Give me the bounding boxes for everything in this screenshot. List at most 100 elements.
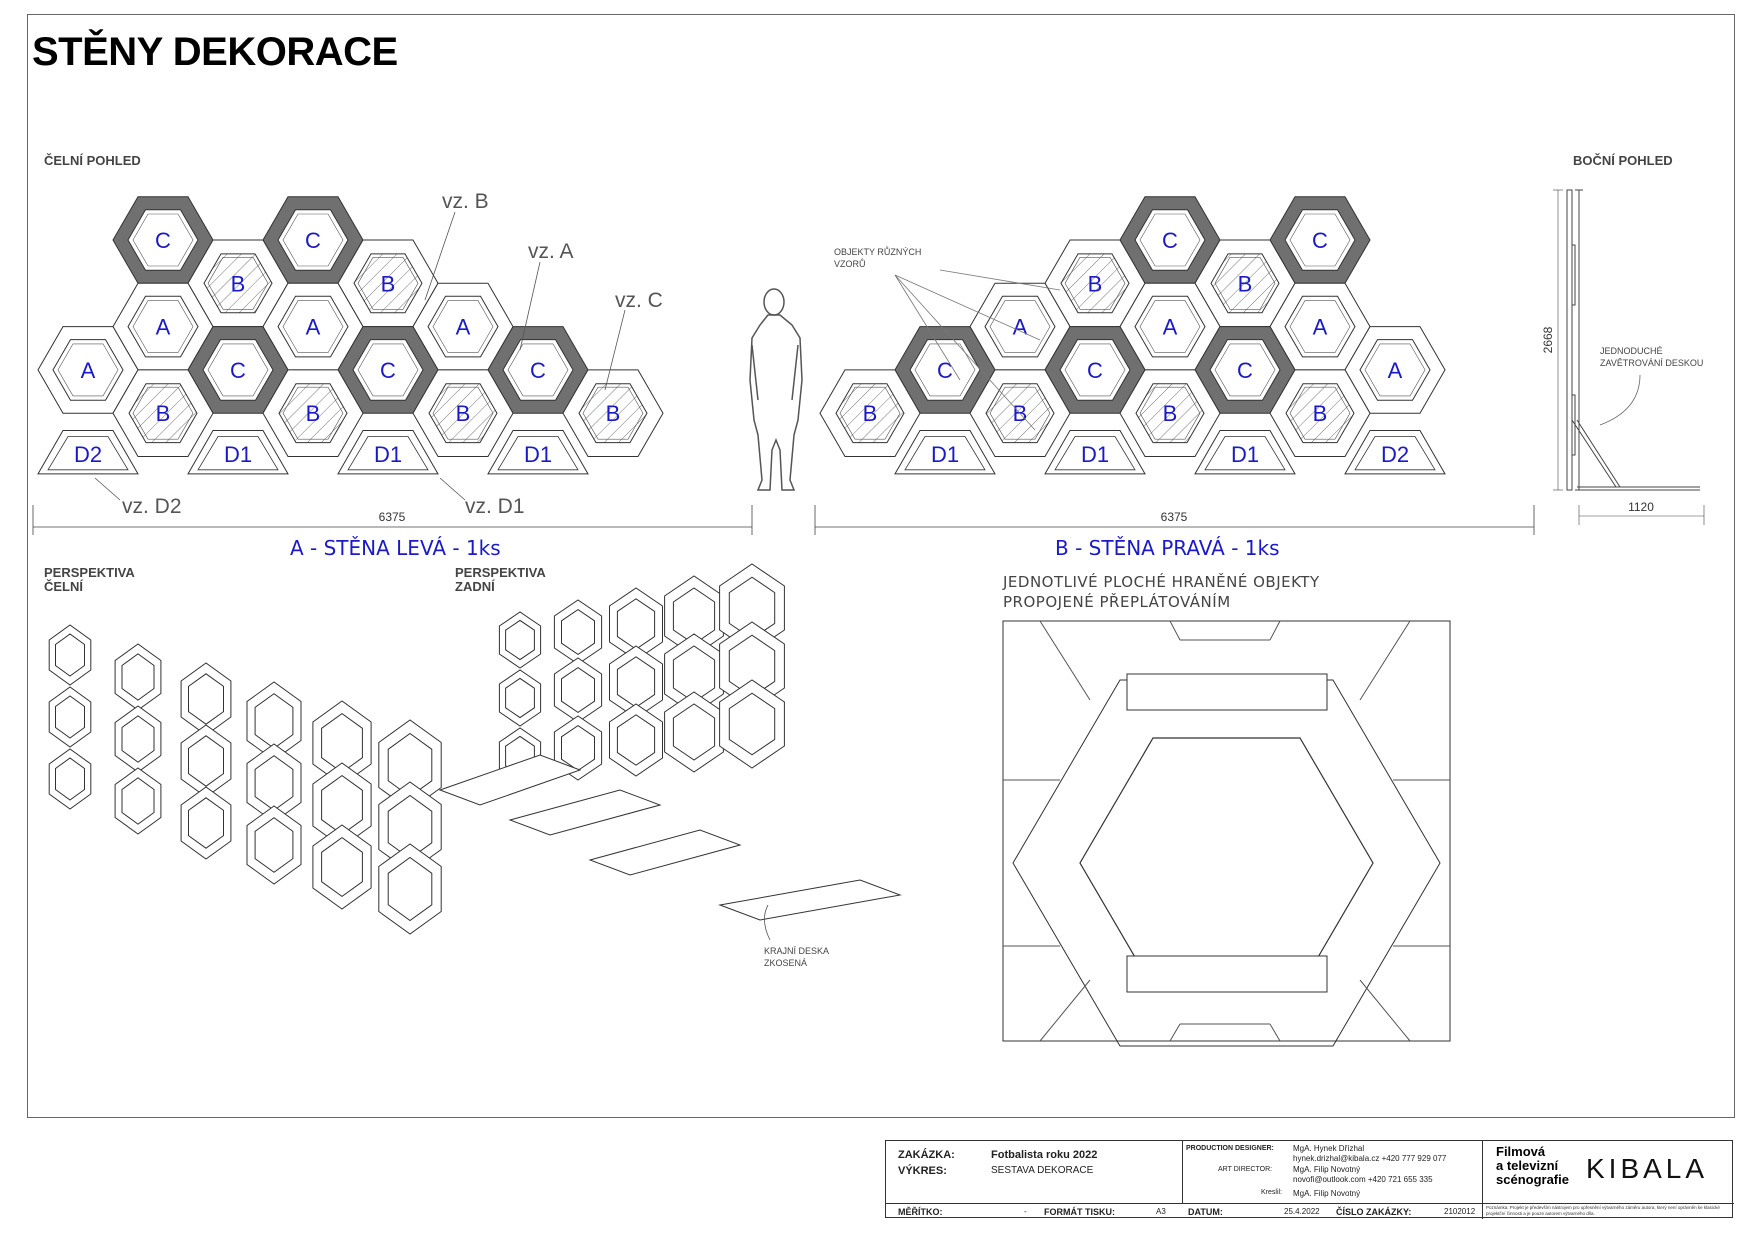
hex-label: D1 xyxy=(524,442,552,467)
hex-cell-A: A xyxy=(969,282,1071,371)
hex-cell-B: B xyxy=(337,239,439,328)
hex-label: A xyxy=(81,358,96,383)
hex-label: B xyxy=(381,271,396,296)
note-text: Poznámka: Projekt je především nástrojem… xyxy=(1486,1205,1720,1216)
perspective-hex xyxy=(246,805,302,885)
perspective-hex xyxy=(553,715,603,781)
drawing-title: STĚNY DEKORACE xyxy=(32,30,398,74)
ad-label: ART DIRECTOR: xyxy=(1218,1166,1273,1173)
perspective-back-label: PERSPEKTIVA ZADNÍ xyxy=(455,565,546,594)
zakazka-value: Fotbalista roku 2022 xyxy=(991,1149,1098,1161)
hex-cell-A: A xyxy=(112,282,214,371)
format-value: A3 xyxy=(1156,1207,1166,1216)
left-width-value: 6375 xyxy=(379,510,406,524)
hex-label: B xyxy=(1313,401,1328,426)
right-callout-leaders xyxy=(894,269,1061,431)
callout-vz-b: vz. B xyxy=(442,190,489,213)
callout-vz-d2: vz. D2 xyxy=(122,495,182,518)
perspective-back-drawing xyxy=(438,563,902,921)
hex-cell-C: C xyxy=(894,326,996,414)
datum-value: 25.4.2022 xyxy=(1284,1207,1320,1216)
side-view-drawing xyxy=(1553,189,1705,525)
kreslil-label: Kreslil: xyxy=(1261,1189,1283,1196)
pd-contact: hynek.drizhal@kibala.cz +420 777 929 077 xyxy=(1293,1154,1447,1163)
hex-label: B xyxy=(456,401,471,426)
hex-label: C xyxy=(380,358,396,383)
hex-cell-A: A xyxy=(1344,326,1446,414)
callout-vz-a: vz. A xyxy=(528,240,574,263)
perspective-front-drawing xyxy=(48,624,442,935)
zakazka-label: ZAKÁZKA: xyxy=(898,1149,955,1161)
hex-cell-A: A xyxy=(1269,282,1371,371)
left-width-dimension xyxy=(32,505,753,535)
hex-label: D1 xyxy=(1081,442,1109,467)
vykres-label: VÝKRES: xyxy=(898,1165,947,1177)
hex-label: A xyxy=(1163,315,1178,340)
meritko-value: - xyxy=(1024,1207,1027,1216)
perspective-front-label: PERSPEKTIVA ČELNÍ xyxy=(44,565,135,594)
hex-label: A xyxy=(1313,315,1328,340)
hex-label: B xyxy=(306,401,321,426)
hex-label: C xyxy=(937,358,953,383)
perspective-hex xyxy=(48,686,92,748)
perspective-hex xyxy=(114,643,162,711)
drawing-frame xyxy=(27,14,1735,1118)
hex-cell-D: D1 xyxy=(894,430,996,475)
hex-cell-D: D1 xyxy=(187,430,289,475)
right-width-value: 6375 xyxy=(1161,510,1188,524)
detail-note: JEDNOTLIVÉ PLOCHÉ HRANĚNÉ OBJEKTY PROPOJ… xyxy=(1003,573,1320,611)
hex-label: C xyxy=(155,228,171,253)
hex-label: B xyxy=(156,401,171,426)
right-width-dimension xyxy=(814,505,1535,535)
hex-cell-D: D2 xyxy=(37,430,139,475)
hex-cell-C: C xyxy=(112,196,214,284)
side-view-label: BOČNÍ POHLED xyxy=(1573,153,1673,168)
hex-cell-B: B xyxy=(1269,369,1371,457)
perspective-hex xyxy=(312,824,372,910)
perspective-hex xyxy=(378,843,442,935)
right-wall-callout: OBJEKTY RŮZNÝCH VZORŮ xyxy=(834,247,922,269)
hex-cell-C: C xyxy=(1119,196,1221,284)
support-board xyxy=(718,879,902,921)
kibala-logo: KIBALA xyxy=(1586,1153,1709,1184)
hex-label: C xyxy=(1312,228,1328,253)
callout-leaders xyxy=(94,211,626,501)
detail-drawing xyxy=(1002,620,1451,1047)
datum-label: DATUM: xyxy=(1188,1207,1223,1217)
hex-label: C xyxy=(1087,358,1103,383)
callout-vz-d1: vz. D1 xyxy=(465,495,525,518)
hex-cell-B: B xyxy=(819,369,921,457)
hex-label: D2 xyxy=(1381,442,1409,467)
perspective-hex xyxy=(180,662,232,736)
hex-cell-A: A xyxy=(412,282,514,371)
left-wall-title: A - STĚNA LEVÁ - 1ks xyxy=(290,536,501,560)
hex-label: D1 xyxy=(374,442,402,467)
hex-label: C xyxy=(305,228,321,253)
perspective-hex xyxy=(114,767,162,835)
hex-cell-A: A xyxy=(1119,282,1221,371)
cislo-label: ČÍSLO ZAKÁZKY: xyxy=(1336,1207,1412,1217)
hex-label: B xyxy=(1088,271,1103,296)
edge-board-note: KRAJNÍ DESKA ZKOSENÁ xyxy=(764,946,829,968)
hex-cell-B: B xyxy=(1119,369,1221,457)
detail-joints xyxy=(1126,673,1328,993)
hex-label: A xyxy=(1388,358,1403,383)
hex-cell-C: C xyxy=(1269,196,1371,284)
hex-label: B xyxy=(606,401,621,426)
hex-label: C xyxy=(530,358,546,383)
title-block: ZAKÁZKA: Fotbalista roku 2022 VÝKRES: SE… xyxy=(885,1140,1734,1219)
perspective-hex xyxy=(719,679,785,769)
support-board xyxy=(588,829,742,876)
perspective-hex xyxy=(180,724,232,798)
hex-label: A xyxy=(456,315,471,340)
perspective-hex xyxy=(180,786,232,860)
human-scale-figure xyxy=(749,288,803,491)
format-label: FORMÁT TISKU: xyxy=(1044,1207,1115,1217)
pd-label: PRODUCTION DESIGNER: xyxy=(1186,1145,1274,1152)
hex-cell-D: D2 xyxy=(1344,430,1446,475)
hex-cell-A: A xyxy=(262,282,364,371)
perspective-hex xyxy=(553,657,603,723)
hex-cell-B: B xyxy=(187,239,289,328)
